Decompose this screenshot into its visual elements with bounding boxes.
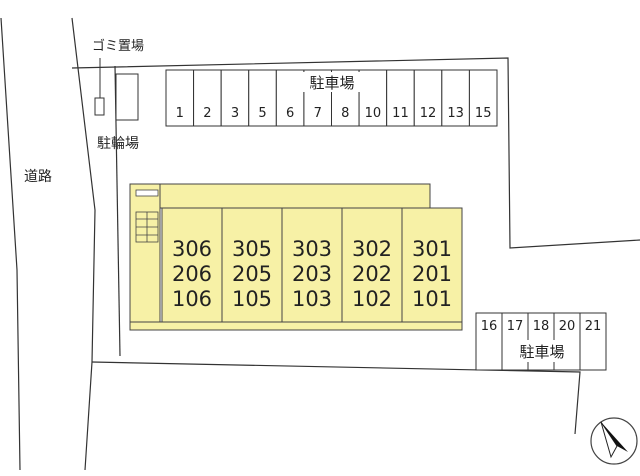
parking-space-number: 16 [481,319,498,334]
parking-space-number: 7 [314,106,322,121]
unit-number: 101 [412,287,452,311]
parking-space [441,69,470,127]
parking-space-number: 12 [420,106,437,121]
unit-number: 202 [352,262,392,286]
road-edges [0,17,96,471]
unit-column [281,207,343,323]
parking-space-number: 11 [392,106,409,121]
site-bottom-edge [91,361,581,435]
parking-space-number: 20 [559,319,576,334]
parking-space-number: 5 [258,106,266,121]
parking-space-number: 18 [533,319,550,334]
unit-column [221,207,283,323]
parking-space [275,69,305,127]
unit-number: 306 [172,237,212,261]
building-stair-block [129,183,161,330]
parking-space [475,312,503,371]
bicycle-parking: 駐輪場 [97,73,139,152]
parking-space-number: 2 [203,106,211,121]
parking-space [468,69,498,127]
parking-space-number: 17 [507,319,524,334]
parking-space-number: 8 [341,106,349,121]
bicycle-parking-label: 駐輪場 [97,135,139,152]
unit-number: 302 [352,237,392,261]
parking-top-label: 駐車場 [309,74,354,92]
unit-number: 206 [172,262,212,286]
parking-bottom-label-bg [510,340,574,362]
north-arrow-dark [601,422,628,452]
parking-space-number: 3 [231,106,239,121]
parking-space-number: 10 [365,106,382,121]
parking-space-number: 6 [286,106,294,121]
parking-bottom: 16 17 18 20 21 駐車場 [475,312,607,371]
parking-space [579,312,607,371]
unit-number: 105 [232,287,272,311]
parking-space [248,69,277,127]
building-top-strip [135,189,159,197]
parking-space [165,69,195,127]
road-left-edge [0,17,21,471]
site-top-edge [71,57,640,249]
unit-number: 205 [232,262,272,286]
parking-space [386,69,415,127]
road-label: 道路 [24,169,52,185]
parking-space-number: 13 [447,106,464,121]
stair-steps [135,211,159,243]
unit-number: 303 [292,237,332,261]
garbage-area: ゴミ置場 [92,38,144,116]
unit-column [161,207,223,323]
garbage-box [94,97,105,116]
unit-number: 103 [292,287,332,311]
parking-space-number: 1 [176,106,184,121]
building-back-wing [129,183,431,209]
building-balcony-strip [129,321,463,331]
unit-number: 305 [232,237,272,261]
unit-number: 106 [172,287,212,311]
parking-top-label-bg [300,72,364,92]
unit-column [341,207,403,323]
unit-number: 201 [412,262,452,286]
unit-number: 102 [352,287,392,311]
unit-number: 203 [292,262,332,286]
road-right-edge [71,17,96,471]
parking-bottom-label: 駐車場 [519,343,564,361]
garbage-label: ゴミ置場 [92,38,144,54]
bicycle-parking-box [115,73,139,121]
north-arrow-icon [590,417,638,465]
unit-number: 301 [412,237,452,261]
parking-space-number: 15 [475,106,492,121]
parking-space-number: 21 [585,319,602,334]
